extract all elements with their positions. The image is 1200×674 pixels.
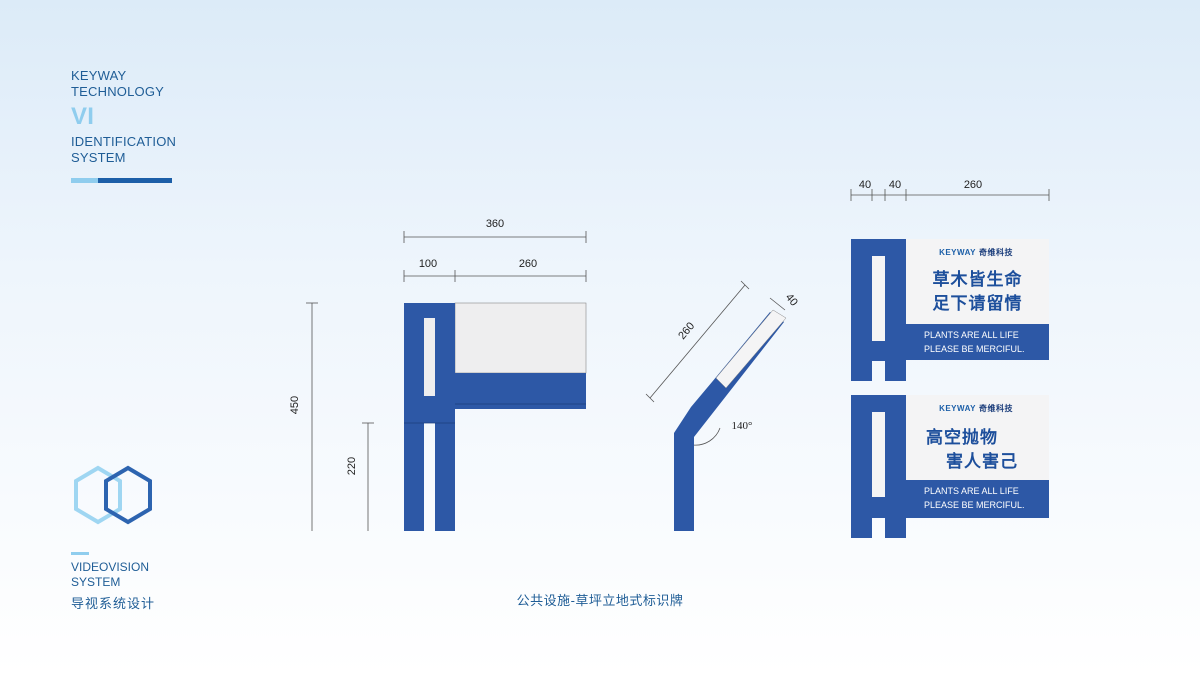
sign1-post bbox=[851, 239, 906, 381]
sign1-logo-zh: 奇维科技 bbox=[979, 248, 1013, 257]
front-panel-band bbox=[455, 373, 586, 409]
sign2-cn-line2: 害人害己 bbox=[946, 452, 1018, 471]
sign1-cn-line1: 草木皆生命 bbox=[932, 270, 1023, 289]
sign2-logo-zh: 奇维科技 bbox=[979, 404, 1013, 413]
sign1-en-band: PLANTS ARE ALL LIFE PLEASE BE MERCIFUL. bbox=[906, 324, 1049, 360]
brand-line-technology: TECHNOLOGY bbox=[71, 84, 165, 99]
hexagon-logo bbox=[74, 465, 152, 525]
dim-d2: 40 bbox=[889, 179, 901, 191]
brand-vi: VI bbox=[71, 103, 95, 130]
dim-right-width: 260 bbox=[519, 258, 537, 270]
brand-line-system: SYSTEM bbox=[71, 150, 126, 165]
brand-line-identification: IDENTIFICATION bbox=[71, 134, 177, 149]
sign2-en-line1: PLANTS ARE ALL LIFE bbox=[924, 486, 1019, 496]
footer-videovision: VIDEOVISION bbox=[71, 560, 150, 574]
brand-block: KEYWAY TECHNOLOGY VI IDENTIFICATION SYST… bbox=[71, 68, 176, 166]
dim-total-width: 360 bbox=[486, 218, 504, 230]
sign-view-dims: 40 40 260 bbox=[850, 179, 1050, 201]
sign2-logo-en: KEYWAY bbox=[939, 404, 976, 413]
sign2-en-band: PLANTS ARE ALL LIFE PLEASE BE MERCIFUL. bbox=[906, 480, 1049, 518]
footer-dash bbox=[71, 552, 89, 555]
footer-block: VIDEOVISION SYSTEM 导视系统设计 bbox=[71, 552, 155, 611]
sign2-post bbox=[851, 395, 906, 538]
dim-d1: 40 bbox=[859, 179, 871, 191]
dim-left-width: 100 bbox=[419, 258, 437, 270]
sign2-cn-line1: 高空抛物 bbox=[926, 428, 998, 447]
sign1-en-line1: PLANTS ARE ALL LIFE bbox=[924, 330, 1019, 340]
sign1-en-line2: PLEASE BE MERCIFUL. bbox=[924, 344, 1025, 354]
footer-system: SYSTEM bbox=[71, 575, 121, 589]
front-panel-face bbox=[454, 302, 587, 374]
side-view: 260 40 140° bbox=[645, 280, 800, 531]
brand-bar-light bbox=[71, 178, 98, 183]
front-view: 360 100 260 450 220 bbox=[289, 218, 587, 531]
dim-height: 450 bbox=[289, 396, 301, 414]
front-post-slot bbox=[424, 318, 435, 396]
side-post bbox=[674, 312, 784, 531]
dim-angle: 140° bbox=[732, 420, 753, 432]
dim-panel-length: 260 bbox=[676, 320, 697, 342]
sign2-en-line2: PLEASE BE MERCIFUL. bbox=[924, 500, 1025, 510]
side-panel-face bbox=[715, 309, 787, 389]
dim-panel-thickness: 40 bbox=[783, 292, 800, 309]
sign1-cn-line2: 足下请留情 bbox=[932, 294, 1023, 313]
footer-zh-title: 导视系统设计 bbox=[71, 596, 156, 611]
drawing-caption: 公共设施-草坪立地式标识牌 bbox=[516, 593, 684, 608]
dim-lower-height: 220 bbox=[346, 457, 358, 475]
front-post bbox=[404, 303, 455, 531]
brand-color-bar bbox=[71, 178, 172, 183]
brand-line-keyway: KEYWAY bbox=[71, 68, 127, 83]
dim-d3: 260 bbox=[964, 179, 982, 191]
sign1-logo-en: KEYWAY bbox=[939, 248, 976, 257]
brand-bar-dark bbox=[98, 178, 172, 183]
